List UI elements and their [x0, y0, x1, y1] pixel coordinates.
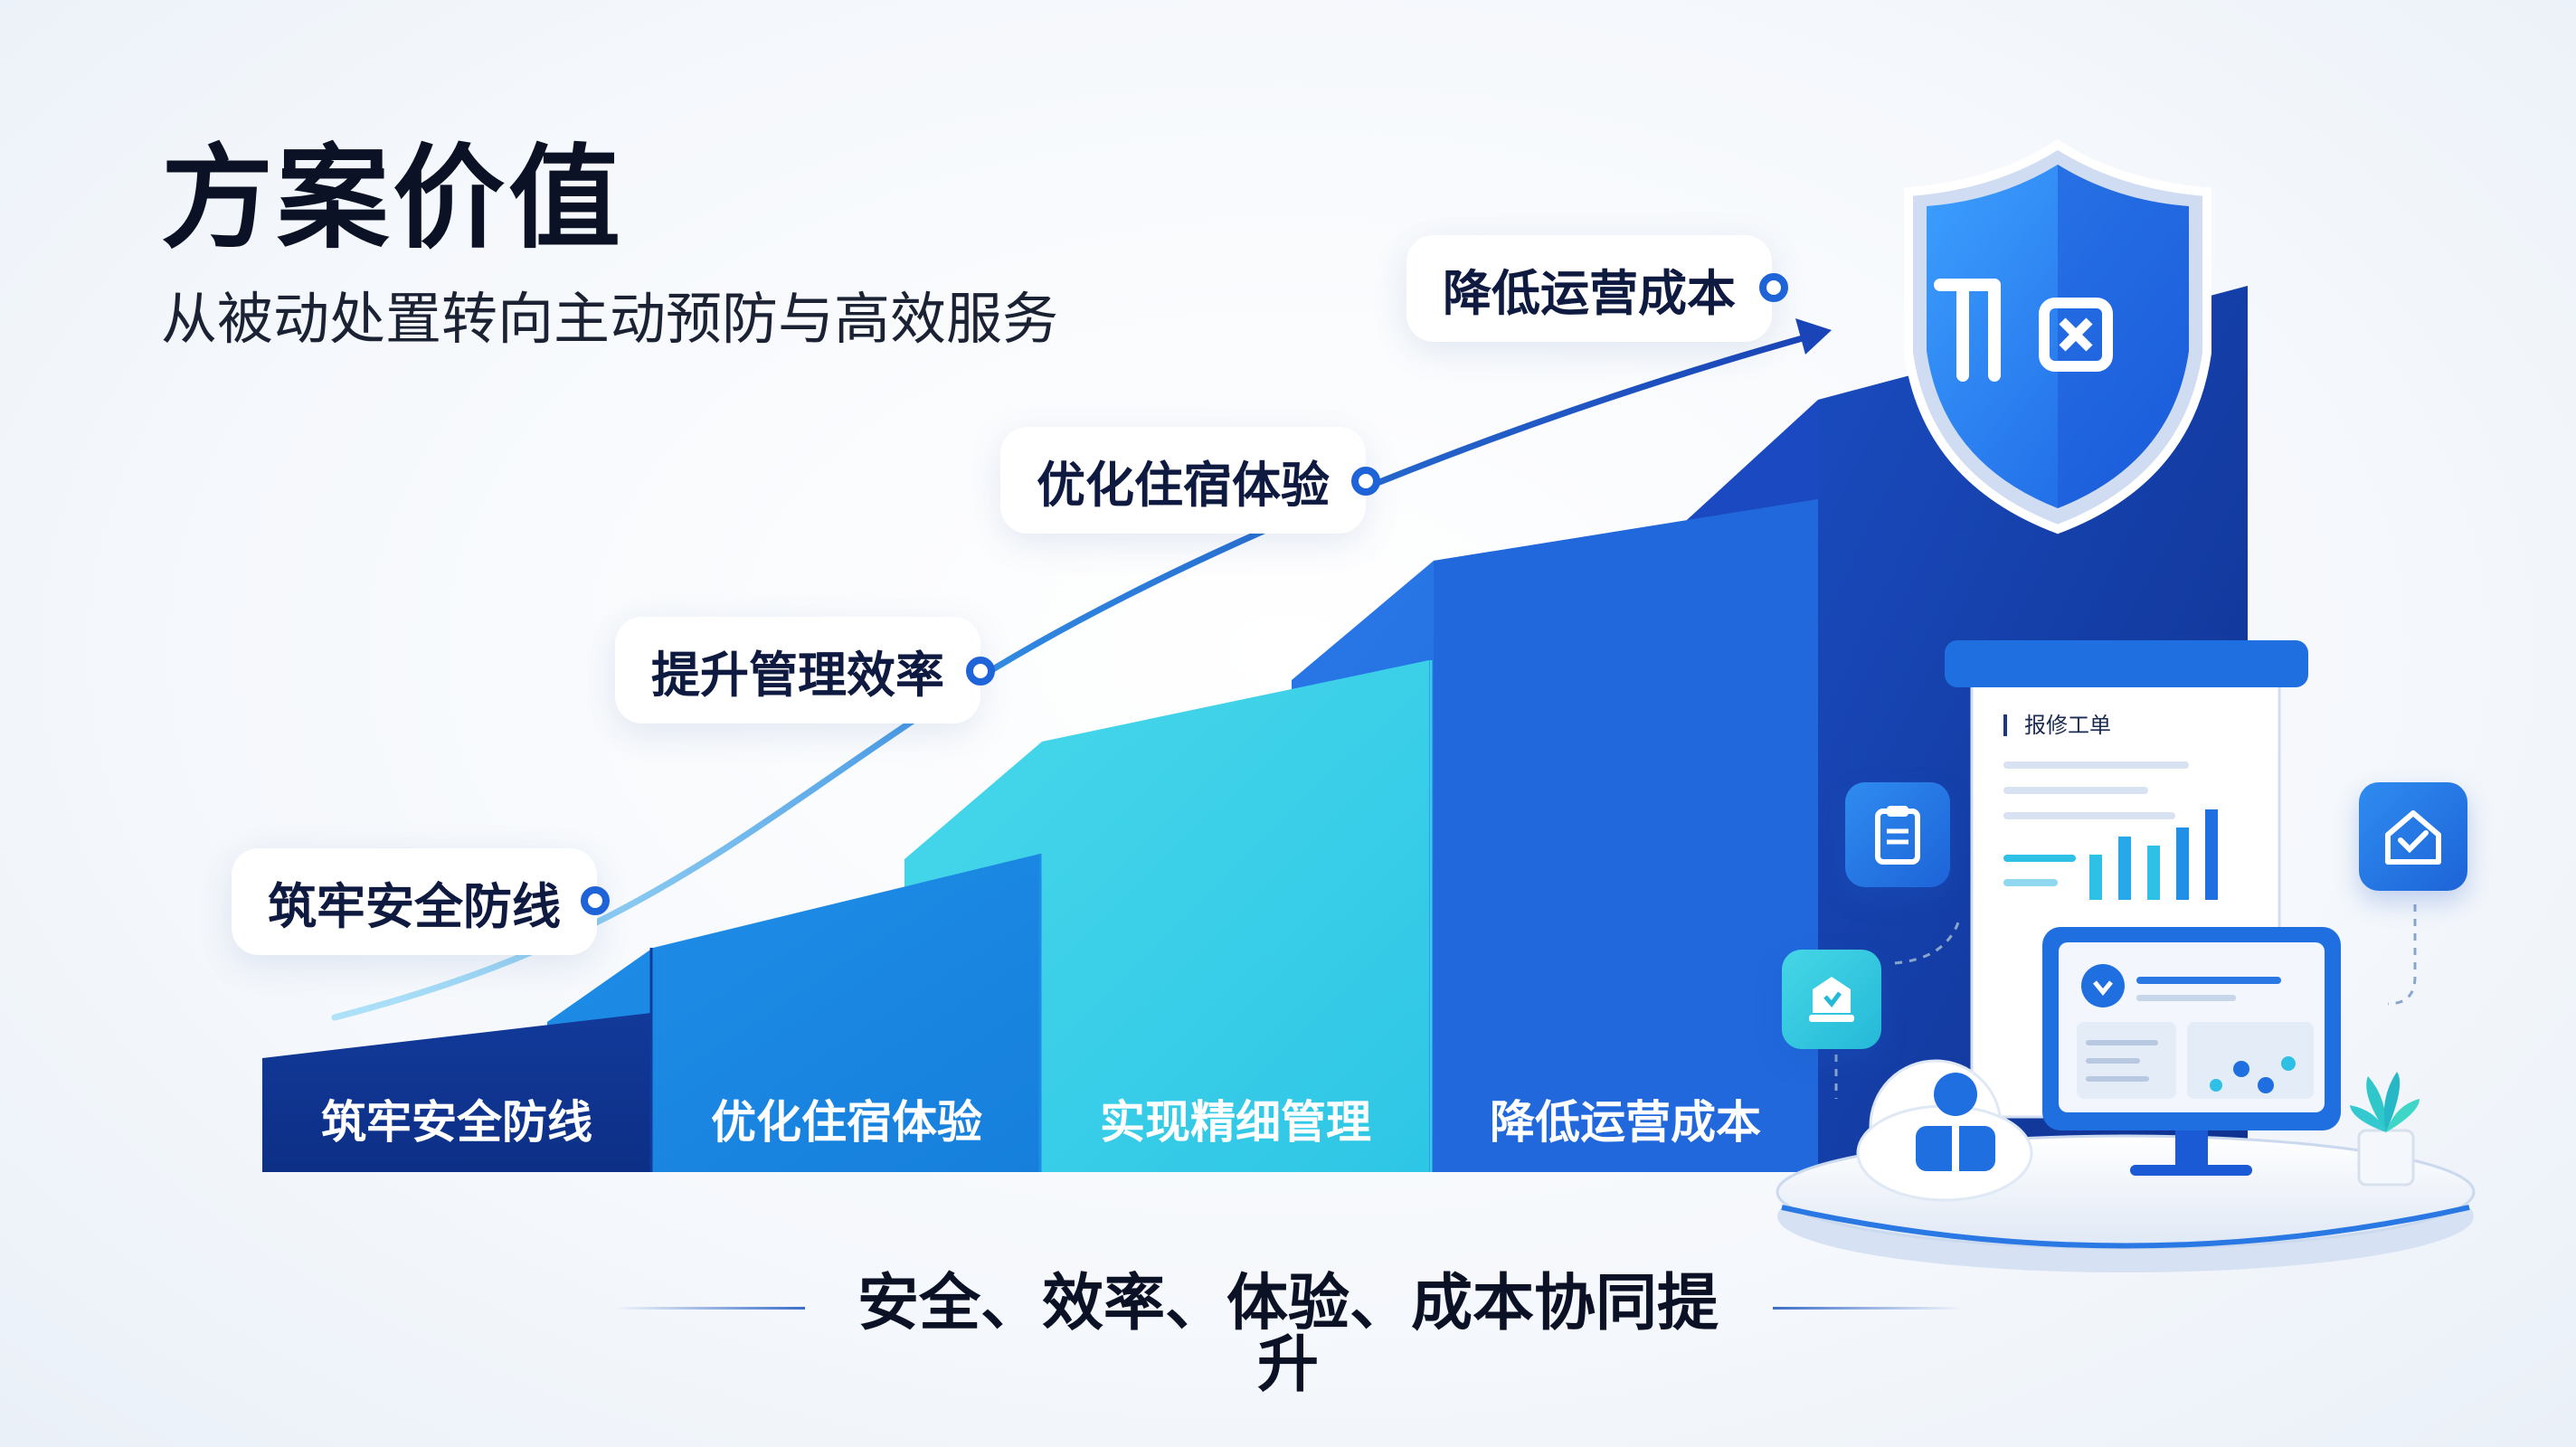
step-label: 降低运营成本: [1490, 1096, 1761, 1149]
cloud-user-icon: [1856, 1059, 2033, 1202]
milestone-pill: 提升管理效率: [615, 617, 980, 724]
shield-badge-icon: [1809, 977, 1854, 1022]
clipboard-icon: [1875, 806, 1920, 865]
milestone-label: 优化住宿体验: [1037, 456, 1330, 514]
milestone-dot: [1759, 273, 1788, 302]
connector-line: [2387, 904, 2417, 1006]
house-check-card: [2359, 782, 2467, 891]
page-subtitle: 从被动处置转向主动预防与高效服务: [161, 286, 1059, 352]
milestone-dot: [966, 657, 995, 686]
house-check-icon: [2385, 810, 2441, 865]
document-title: 报修工单: [2024, 713, 2111, 738]
milestone-label: 降低运营成本: [1443, 264, 1736, 322]
step-label: 筑牢安全防线: [321, 1096, 592, 1149]
milestone-label: 提升管理效率: [651, 646, 944, 704]
step-2-block: [547, 854, 1040, 1172]
shield-icon: [1904, 139, 2211, 534]
shield-badge-card: [1782, 950, 1881, 1049]
milestone-dot: [581, 886, 610, 915]
plant-icon: [2350, 1072, 2420, 1187]
page-title: 方案价值: [161, 134, 625, 264]
monitor-icon: [2042, 927, 2341, 1176]
footer-tagline: 安全、效率、体验、成本协同提升: [857, 1268, 1719, 1401]
step-1-block: [262, 1013, 651, 1172]
tagline-divider-right: [1773, 1307, 1963, 1310]
tagline-divider-left: [615, 1307, 805, 1310]
milestone-pill: 降低运营成本: [1406, 235, 1772, 342]
step-label: 实现精细管理: [1100, 1096, 1371, 1149]
milestone-dot: [1351, 467, 1380, 496]
milestone-pill: 筑牢安全防线: [232, 848, 597, 955]
step-label: 优化住宿体验: [711, 1096, 982, 1149]
arrow-head-icon: [1795, 318, 1832, 355]
clipboard-card: [1845, 782, 1950, 887]
milestone-label: 筑牢安全防线: [268, 877, 561, 935]
milestone-pill: 优化住宿体验: [1000, 427, 1366, 534]
